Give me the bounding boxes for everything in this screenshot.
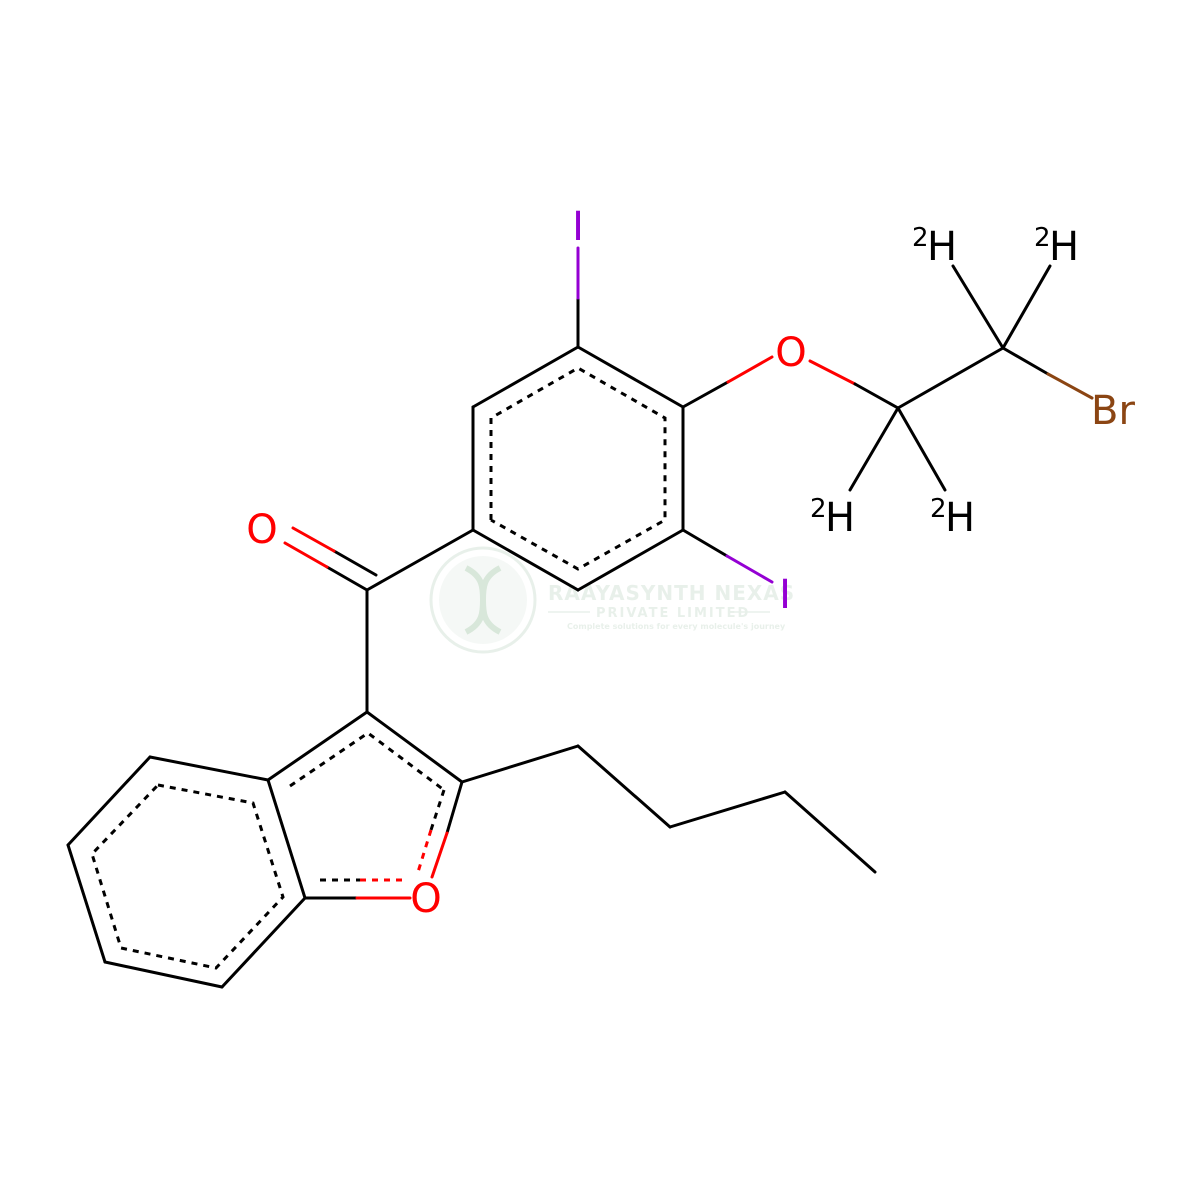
bond — [668, 790, 787, 829]
atom-label-deuterium-bottom-left: 2 H — [810, 494, 855, 541]
aromatic-bond-inner — [429, 789, 446, 831]
atom-label-iodine-right: I — [779, 572, 791, 618]
bond — [725, 554, 774, 584]
bond — [66, 843, 107, 964]
bond — [576, 528, 685, 592]
deuterium-symbol: H — [945, 495, 975, 541]
bond — [1001, 264, 1052, 350]
bond — [291, 526, 336, 553]
bond — [896, 346, 1005, 410]
atom-label-oxygen-carbonyl: O — [246, 507, 277, 553]
bond — [681, 528, 729, 558]
aromatic-bond-inner — [416, 829, 433, 873]
bond — [325, 565, 369, 592]
watermark-logo-circle — [429, 546, 537, 654]
aromatic-bond-inner — [90, 783, 285, 970]
bond — [66, 755, 152, 847]
bond — [445, 780, 464, 835]
atom-label-deuterium-top-right: 2 H — [1034, 223, 1079, 270]
dna-helix-icon — [464, 565, 502, 635]
bond — [681, 380, 730, 409]
watermark-subtitle: PRIVATE LIMITED — [596, 606, 750, 621]
bond — [848, 406, 900, 492]
atom-label-deuterium-top-left: 2 H — [912, 223, 957, 270]
bond — [783, 790, 877, 874]
bond — [220, 896, 307, 989]
aromatic-bond-inner — [489, 366, 667, 571]
bond — [726, 355, 774, 384]
deuterium-symbol: H — [825, 495, 855, 541]
furan-ring — [266, 710, 464, 900]
butyl-chain — [460, 744, 877, 874]
isotope-mass-number: 2 — [930, 494, 947, 524]
bond — [283, 541, 329, 569]
diiodophenyl-ring — [471, 345, 685, 592]
bond — [853, 382, 900, 410]
atom-label-oxygen-ether: O — [775, 330, 806, 376]
bond — [576, 744, 672, 829]
bond — [471, 345, 580, 409]
bond — [576, 345, 685, 409]
isotope-mass-number: 2 — [912, 223, 929, 253]
isotope-mass-number: 2 — [810, 494, 827, 524]
watermark-tagline: Complete solutions for every molecule's … — [567, 622, 786, 631]
benzofuran-benzene-ring — [66, 755, 307, 989]
bond — [951, 264, 1005, 350]
bond — [430, 831, 449, 879]
atom-labels: I I O O O Br 2 H 2 H 2 H 2 H — [246, 204, 1135, 922]
bond — [266, 778, 307, 900]
bond — [266, 710, 369, 782]
deuterium-symbol: H — [1049, 224, 1079, 270]
bond — [365, 710, 464, 784]
atom-label-iodine-top: I — [572, 204, 584, 250]
bond — [1046, 372, 1094, 400]
atom-label-oxygen-furan: O — [410, 876, 441, 922]
isotope-mass-number: 2 — [1034, 223, 1051, 253]
bond — [1001, 346, 1050, 376]
aromatic-bond-inner — [289, 731, 445, 792]
carbonyl-group — [283, 526, 475, 714]
bond — [471, 528, 580, 592]
bond — [808, 359, 857, 386]
bond — [365, 528, 475, 592]
bond — [103, 960, 224, 989]
atom-label-bromine: Br — [1091, 388, 1135, 434]
iodine-substituents — [576, 246, 774, 584]
atom-label-deuterium-bottom-right: 2 H — [930, 494, 975, 541]
bond — [332, 549, 378, 577]
bond — [896, 406, 947, 492]
bromoethyl-ether-chain — [681, 264, 1094, 492]
deuterium-symbol: H — [927, 224, 957, 270]
bond — [148, 755, 270, 782]
bond — [460, 744, 580, 784]
